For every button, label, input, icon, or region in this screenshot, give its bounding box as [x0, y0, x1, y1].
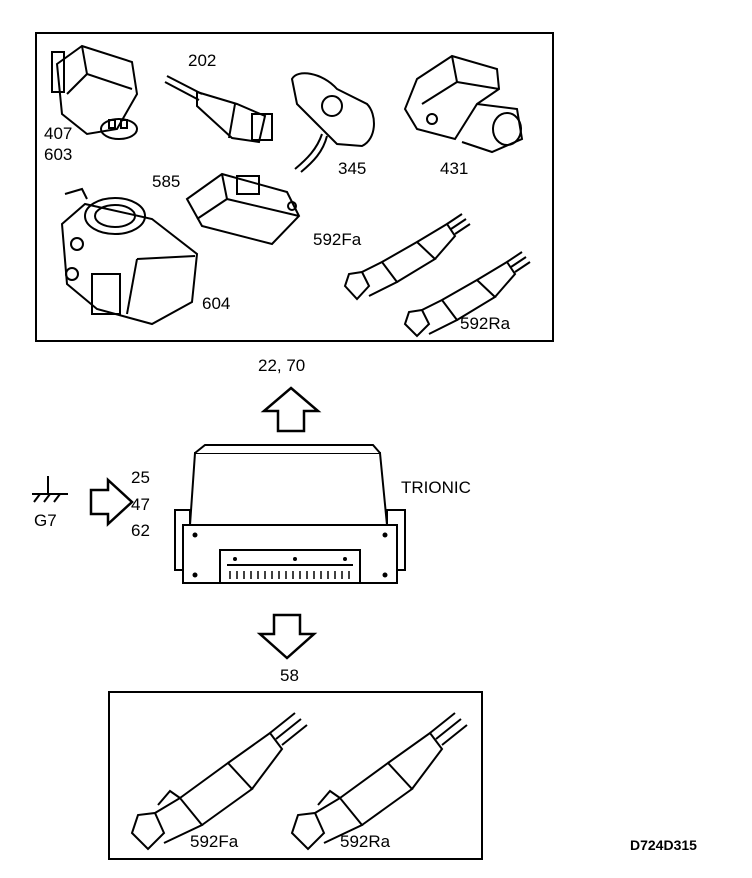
ecu-name: TRIONIC — [401, 478, 471, 497]
label-585: 585 — [152, 172, 181, 191]
pin-label-47: 47 — [131, 495, 150, 514]
pin-label-25: 25 — [131, 468, 150, 487]
label-603: 603 — [44, 145, 73, 164]
temp-sensor-202-icon — [164, 75, 273, 144]
cam-sensor-345-icon — [290, 72, 375, 173]
arrow-up-icon — [260, 386, 322, 433]
label-345: 345 — [338, 159, 367, 178]
label-202: 202 — [188, 51, 217, 70]
lambda-sensor-592ra-bottom-icon — [290, 712, 468, 851]
arrow-down-icon — [256, 613, 318, 660]
lambda-sensor-592ra-top-icon — [403, 251, 531, 338]
label-592fa-bottom: 592Fa — [190, 832, 239, 851]
arrow-right-icon — [89, 477, 134, 527]
ground-label: G7 — [34, 511, 57, 530]
lambda-sensor-592fa-top-icon — [343, 213, 471, 301]
arrow-down-label: 58 — [280, 666, 299, 685]
label-431: 431 — [440, 159, 469, 178]
bottom-sensor-group — [108, 691, 483, 860]
label-592ra-top: 592Ra — [460, 314, 511, 333]
arrow-up-label: 22, 70 — [258, 356, 306, 375]
label-592ra-bottom: 592Ra — [340, 832, 391, 851]
label-592fa-top: 592Fa — [313, 230, 362, 249]
label-407: 407 — [44, 124, 73, 143]
ground-icon — [32, 476, 68, 503]
sensors-top-drawing — [51, 44, 531, 338]
sensors-bottom-drawing — [130, 712, 468, 851]
top-sensor-group — [35, 32, 554, 342]
label-604: 604 — [202, 294, 231, 313]
ecu-icon — [174, 444, 406, 584]
pressure-sensor-407-icon — [51, 44, 139, 140]
pin-label-62: 62 — [131, 521, 150, 540]
figure-id: D724D315 — [630, 837, 697, 853]
throttle-body-604-icon — [60, 187, 199, 326]
module-585-icon — [185, 172, 301, 246]
lambda-sensor-592fa-bottom-icon — [130, 712, 308, 851]
sensor-431-icon — [403, 54, 524, 154]
